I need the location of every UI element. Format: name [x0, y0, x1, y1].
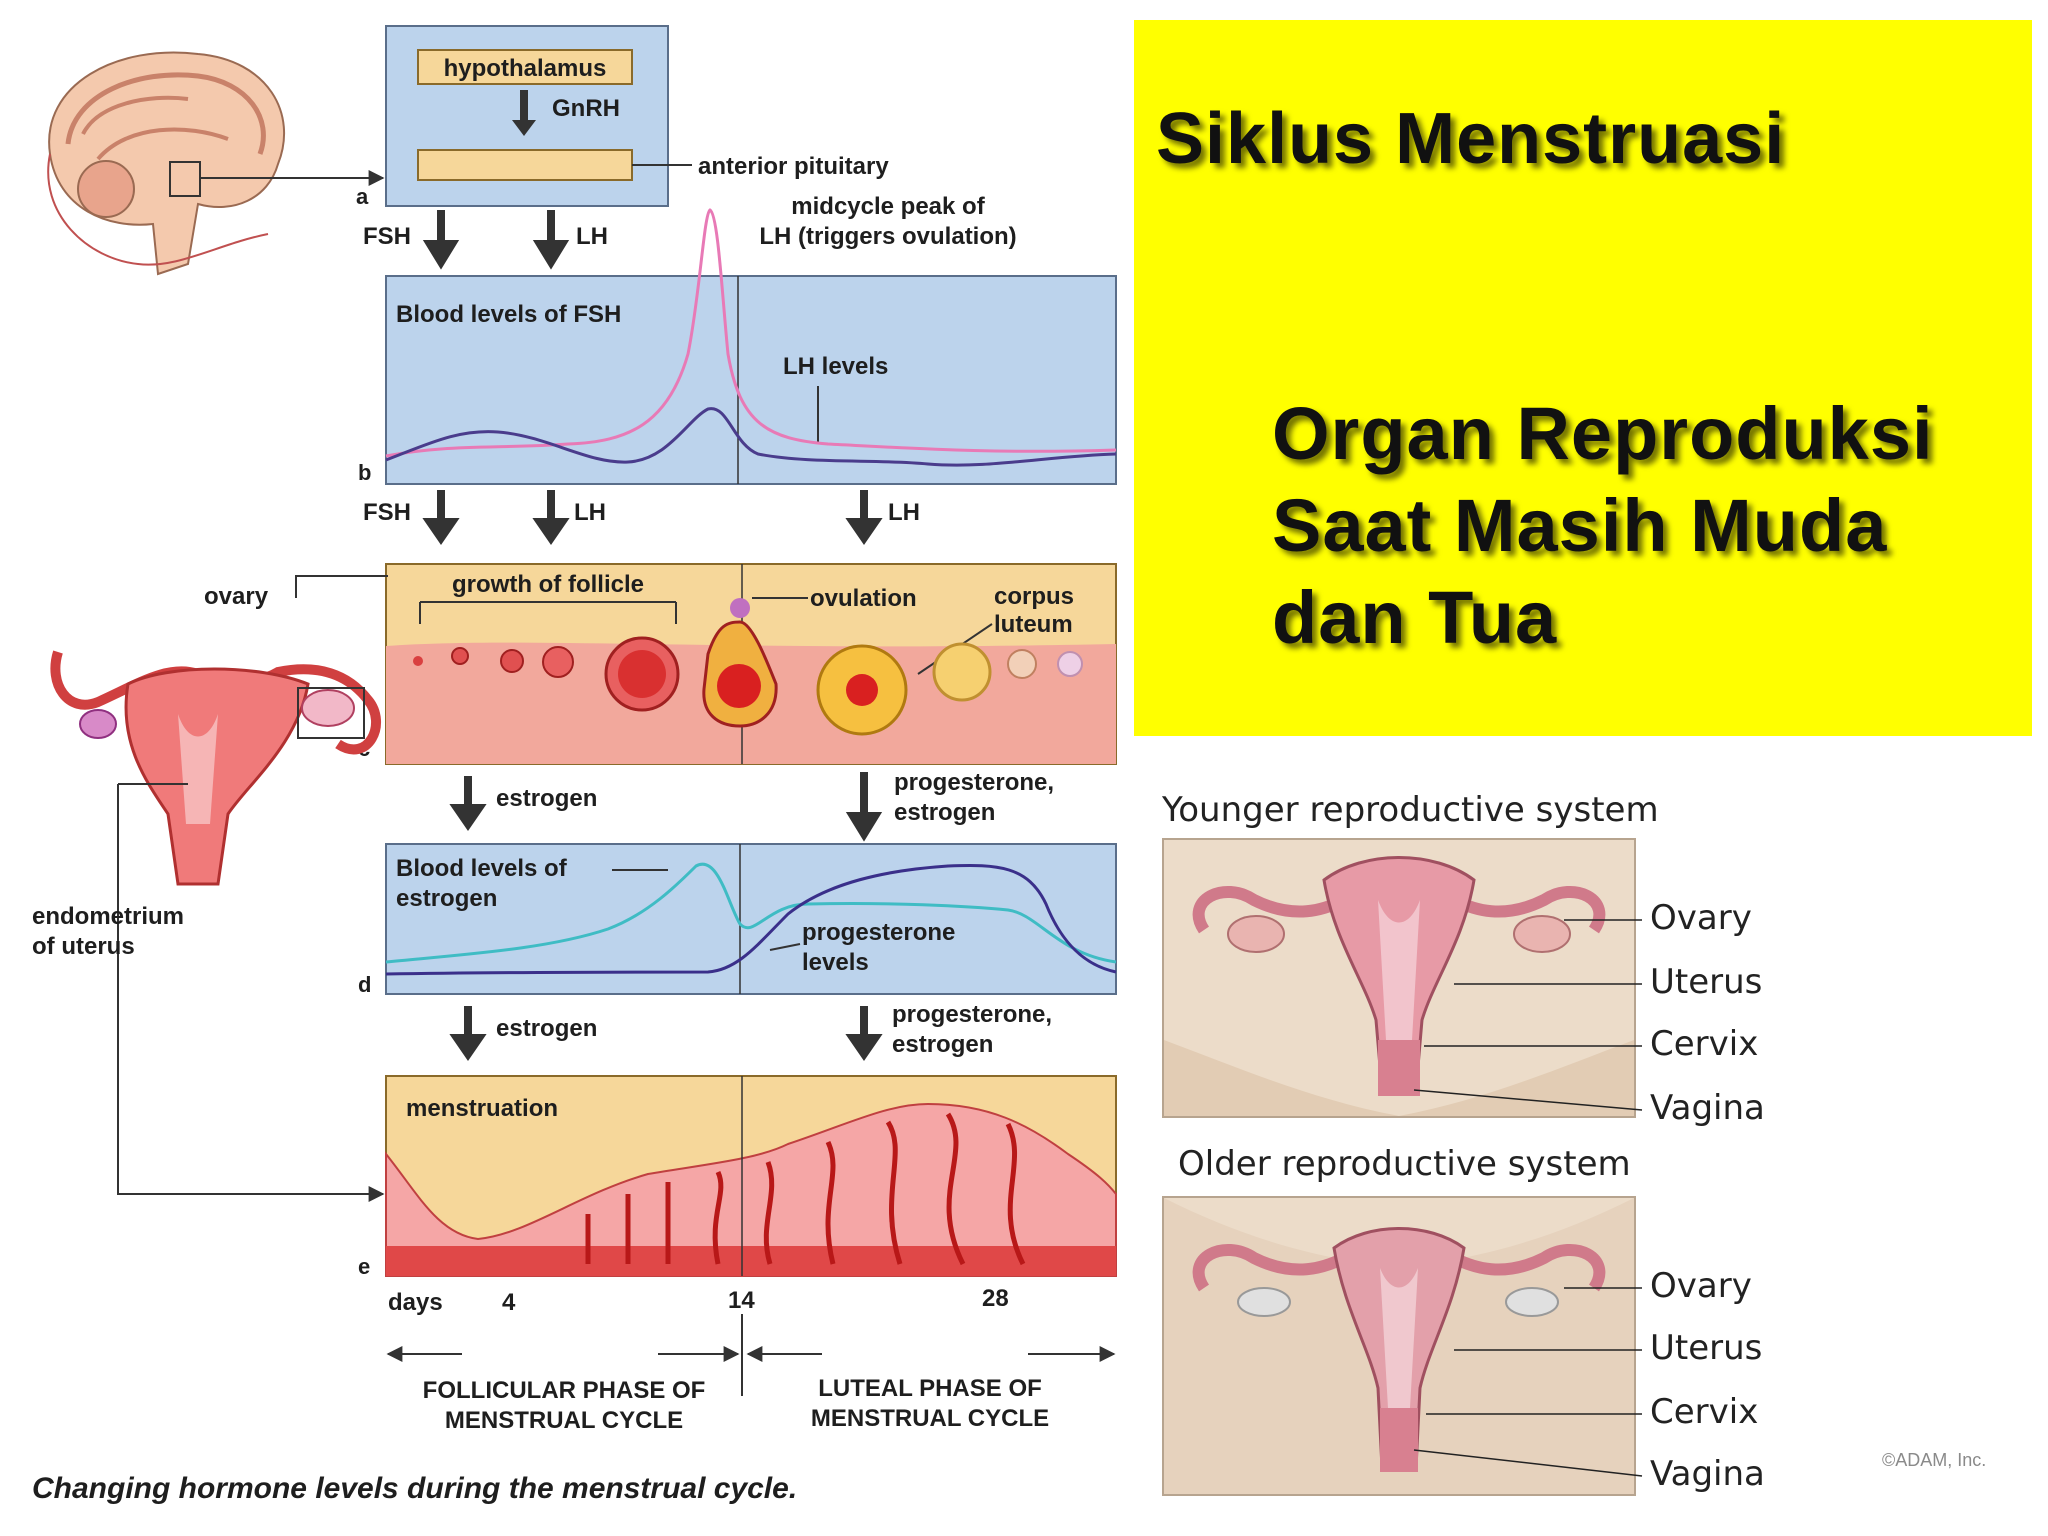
estrogen-label: estrogen — [496, 785, 597, 812]
estrogen-label-2: estrogen — [496, 1015, 597, 1042]
luteal-phase-line1: LUTEAL PHASE OF — [818, 1375, 1042, 1402]
panel-label-b: b — [358, 460, 371, 485]
blood-estrogen-label-line1: Blood levels of — [396, 855, 568, 882]
luteal-phase-line2: MENSTRUAL CYCLE — [811, 1405, 1049, 1432]
day-28-label: 28 — [982, 1285, 1009, 1312]
subtitle-line-3: dan Tua — [1272, 576, 1558, 659]
lh-label-3: LH — [888, 499, 920, 526]
younger-cervix-label: Cervix — [1650, 1024, 1759, 1064]
diagram-caption: Changing hormone levels during the menst… — [32, 1472, 797, 1505]
ovulation-label: ovulation — [810, 585, 917, 612]
midcycle-label-line2: LH (triggers ovulation) — [759, 223, 1016, 250]
reproductive-systems-figure: Younger reproductive system Older reprod… — [1134, 760, 2032, 1530]
younger-uterus-label: Uterus — [1650, 962, 1763, 1002]
younger-system-image — [1162, 838, 1636, 1118]
blood-estrogen-label-line2: estrogen — [396, 885, 497, 912]
lh-levels-label: LH levels — [783, 353, 888, 380]
younger-system-title: Younger reproductive system — [1162, 790, 1659, 830]
day-14-label: 14 — [728, 1287, 755, 1314]
ovary-label: ovary — [204, 583, 269, 610]
follicular-phase-line2: MENSTRUAL CYCLE — [445, 1407, 683, 1434]
panel-label-a: a — [356, 184, 369, 209]
progesterone-estrogen-label-1a: progesterone, — [894, 769, 1054, 796]
panel-label-e: e — [358, 1254, 370, 1279]
hypothalamus-label: hypothalamus — [444, 55, 607, 82]
older-vagina-label: Vagina — [1650, 1454, 1765, 1494]
estrogen-curve — [385, 862, 1117, 964]
uterus-illustration — [50, 650, 382, 886]
subtitle-line-1: Organ Reproduksi — [1272, 392, 1934, 475]
luteum-label: luteum — [994, 611, 1073, 638]
blood-fsh-label: Blood levels of FSH — [396, 301, 621, 328]
menstrual-cycle-diagram: hypothalamus GnRH anterior pituitary a F… — [28, 24, 1120, 1528]
label-connectors — [1413, 919, 1643, 1477]
estrogen-progesterone-graph-panel — [385, 843, 1117, 995]
title-box: Siklus Menstruasi Organ Reproduksi Saat … — [1134, 20, 2032, 736]
days-label: days — [388, 1289, 443, 1316]
lh-label: LH — [576, 223, 608, 250]
older-system-image — [1162, 1196, 1636, 1496]
fsh-label: FSH — [363, 223, 411, 250]
slide-subtitle: Organ Reproduksi Saat Masih Muda dan Tua — [1272, 388, 1934, 664]
progesterone-curve — [385, 863, 1117, 976]
growth-follicle-label: growth of follicle — [452, 571, 644, 598]
lh-curve — [385, 208, 1117, 458]
day-4-label: 4 — [502, 1289, 516, 1316]
midcycle-label-line1: midcycle peak of — [791, 193, 985, 220]
corpus-label: corpus — [994, 583, 1074, 610]
slide-title: Siklus Menstruasi — [1156, 99, 1786, 179]
progesterone-estrogen-label-1b: estrogen — [894, 799, 995, 826]
fsh-curve — [385, 407, 1117, 467]
older-ovary-label: Ovary — [1650, 1266, 1752, 1306]
anterior-pituitary-label: anterior pituitary — [698, 153, 889, 180]
older-system-title: Older reproductive system — [1178, 1144, 1631, 1184]
panel-label-d: d — [358, 972, 371, 997]
progesterone-estrogen-label-2a: progesterone, — [892, 1001, 1052, 1028]
follicular-phase-line1: FOLLICULAR PHASE OF — [423, 1377, 706, 1404]
menstruation-label: menstruation — [406, 1095, 558, 1122]
older-uterus-label: Uterus — [1650, 1328, 1763, 1368]
lh-label-2: LH — [574, 499, 606, 526]
adam-copyright: ©ADAM, Inc. — [1882, 1450, 1987, 1470]
older-cervix-label: Cervix — [1650, 1392, 1759, 1432]
progesterone-levels-label-line1: progesterone — [802, 919, 955, 946]
endometrium-label-line2: of uterus — [32, 933, 135, 960]
progesterone-estrogen-label-2b: estrogen — [892, 1031, 993, 1058]
subtitle-line-2: Saat Masih Muda — [1272, 484, 1888, 567]
brain-illustration — [47, 51, 286, 276]
younger-vagina-label: Vagina — [1650, 1088, 1765, 1128]
progesterone-levels-label-line2: levels — [802, 949, 869, 976]
fsh-label-2: FSH — [363, 499, 411, 526]
gnrh-label: GnRH — [552, 95, 620, 122]
endometrium-label-line1: endometrium — [32, 903, 184, 930]
younger-ovary-label: Ovary — [1650, 898, 1752, 938]
